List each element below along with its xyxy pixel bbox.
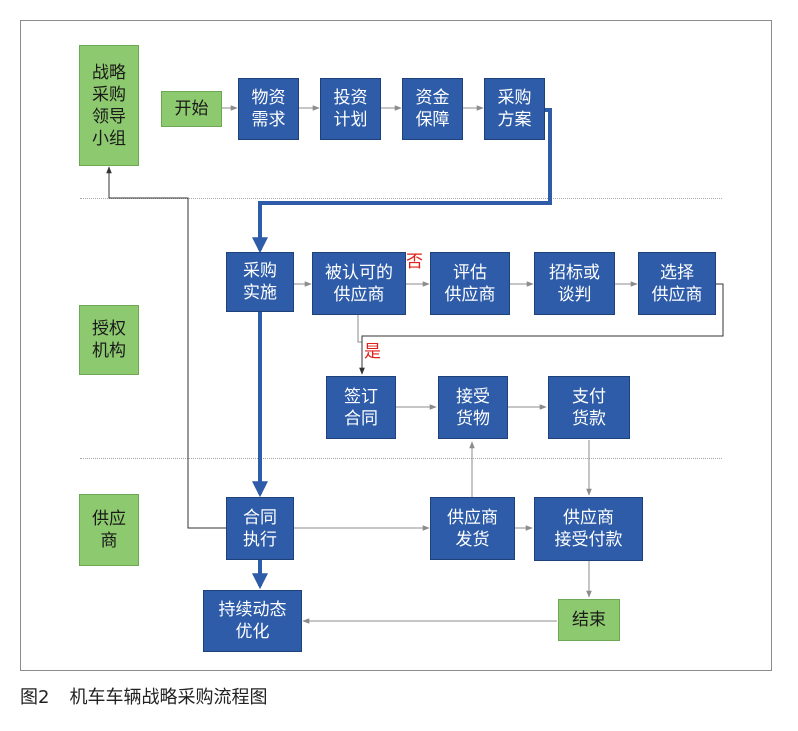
- node-supplier-receive-payment: 供应商 接受付款: [534, 497, 643, 561]
- node-accept-goods: 接受 货物: [438, 376, 508, 439]
- node-continuous-optimization: 持续动态 优化: [203, 590, 302, 652]
- figure-number: 图2: [20, 687, 50, 708]
- node-procurement-implementation: 采购 实施: [226, 252, 294, 312]
- diagram-frame: [20, 20, 772, 671]
- node-procurement-plan: 采购 方案: [484, 78, 545, 140]
- figure-title: 机车车辆战略采购流程图: [69, 687, 268, 708]
- lane-divider-bottom: [80, 458, 722, 459]
- node-bid-or-negotiate: 招标或 谈判: [534, 252, 615, 315]
- node-approved-supplier: 被认可的 供应商: [312, 252, 406, 315]
- node-contract-execution: 合同 执行: [226, 497, 294, 560]
- node-fund-guarantee: 资金 保障: [402, 78, 463, 140]
- lane-supplier: 供应 商: [79, 494, 139, 566]
- node-select-supplier: 选择 供应商: [638, 252, 716, 315]
- node-pay: 支付 货款: [548, 376, 630, 439]
- node-sign-contract: 签订 合同: [326, 376, 396, 439]
- decision-no-label: 否: [406, 252, 423, 272]
- decision-yes-label: 是: [364, 342, 381, 362]
- node-end: 结束: [558, 599, 620, 641]
- arrow-scheme-to-implementation: [252, 108, 552, 254]
- node-evaluate-supplier: 评估 供应商: [430, 252, 510, 315]
- figure-caption: 图2 机车车辆战略采购流程图: [20, 683, 287, 709]
- node-investment-plan: 投资 计划: [320, 78, 381, 140]
- node-start: 开始: [161, 91, 222, 127]
- lane-divider-top: [80, 198, 722, 199]
- arrow-approved-to-contract: [357, 315, 365, 375]
- node-material-demand: 物资 需求: [238, 78, 299, 140]
- arrow-execution-to-leadership: [106, 166, 226, 529]
- arrow-select-to-contract: [359, 283, 724, 375]
- lane-authority: 授权 机构: [79, 305, 139, 375]
- lane-leadership: 战略 采购 领导 小组: [79, 45, 139, 166]
- node-supplier-delivery: 供应商 发货: [430, 497, 515, 560]
